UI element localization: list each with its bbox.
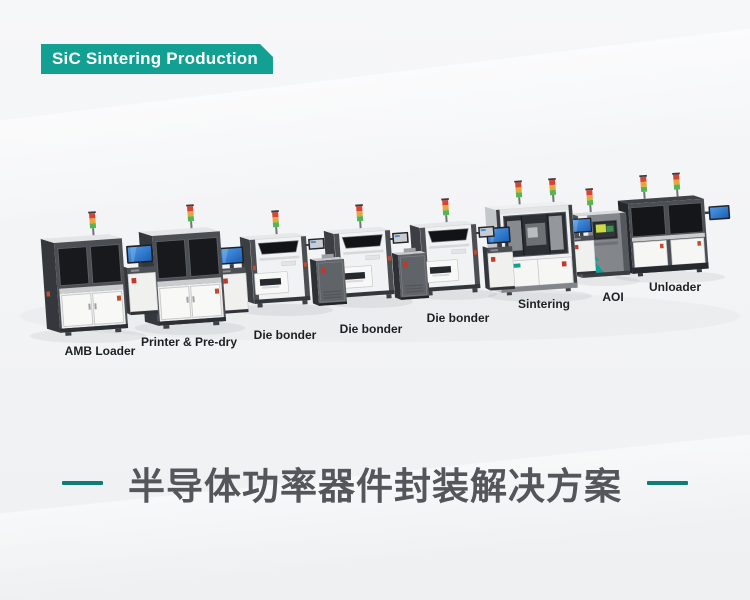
machine-label-die-bonder-3: Die bonder — [426, 311, 490, 325]
utility-cabinet — [309, 252, 348, 307]
machine-label-unloader: Unloader — [648, 280, 702, 294]
product-badge: SiC Sintering Production — [41, 44, 273, 74]
signal-tower-icon — [672, 172, 682, 197]
machine-label-printer-pre-dry: Printer & Pre-dry — [140, 335, 238, 349]
utility-cabinet — [391, 246, 430, 301]
machine-amb-loader — [39, 210, 128, 338]
aoi-screen — [592, 219, 619, 241]
machine-label-die-bonder-1: Die bonder — [253, 328, 317, 342]
machine-label-sintering: Sintering — [517, 297, 571, 311]
machine-label-aoi: AOI — [602, 290, 624, 304]
unloader-monitor — [704, 205, 731, 221]
sintering-window — [502, 211, 569, 258]
machine-label-amb-loader: AMB Loader — [64, 344, 136, 358]
machine-unloader — [617, 172, 731, 277]
solution-title: 半导体功率器件封装解决方案 — [0, 456, 750, 510]
signal-tower-icon — [639, 174, 649, 200]
signal-tower-icon — [514, 180, 524, 205]
signal-tower-icon — [585, 188, 595, 213]
title-text: 半导体功率器件封装解决方案 — [128, 466, 622, 507]
signal-tower-icon — [548, 177, 558, 203]
machine-sintering — [484, 177, 578, 296]
title-dash-right — [647, 481, 688, 485]
title-dash-left — [62, 481, 103, 485]
machine-label-die-bonder-2: Die bonder — [339, 322, 403, 336]
